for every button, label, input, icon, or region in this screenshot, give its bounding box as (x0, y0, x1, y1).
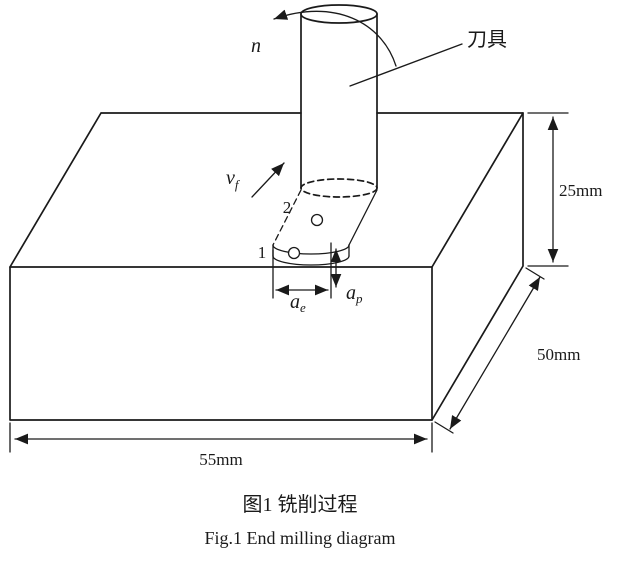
feed-direction-arrow (251, 162, 285, 198)
dim-arrow-50mm (449, 276, 541, 430)
spindle-rotation-arrow (273, 9, 397, 67)
ext-line-front (434, 421, 454, 434)
radial-depth-symbol: a (290, 291, 300, 313)
tool-leader-line (349, 43, 463, 87)
cut-point-2-circle (310, 213, 324, 227)
cut-point-1-circle (287, 246, 301, 260)
feed-rate-symbol: v (226, 167, 235, 189)
tool-cylinder-bottom (300, 178, 378, 198)
ext-line-back (525, 267, 545, 280)
workpiece-front-face (9, 266, 433, 421)
tool-cylinder (300, 4, 378, 198)
dimension-length-55mm (9, 422, 433, 453)
length-dimension-label: 55mm (199, 450, 242, 469)
radial-depth-subscript: e (300, 300, 306, 315)
dimension-depth-50mm (434, 267, 545, 434)
dimension-height-25mm (527, 112, 569, 267)
slot-end-arc (272, 244, 350, 255)
feed-rate-subscript: f (235, 177, 241, 192)
point-2-label: 2 (283, 198, 292, 217)
spindle-speed-label: n (251, 35, 261, 57)
depth-dimension-label: 50mm (537, 345, 580, 364)
feed-rate-label: vf (226, 167, 241, 192)
workpiece-top-face (9, 112, 524, 268)
tool-label: 刀具 (467, 29, 507, 51)
caption-english: Fig.1 End milling diagram (205, 528, 396, 548)
axial-depth-label: ap (346, 282, 363, 306)
point-1-label: 1 (258, 243, 267, 262)
axial-depth-symbol: a (346, 282, 356, 304)
slot-left-edge (272, 189, 302, 246)
slot-bottom-arc (272, 255, 350, 266)
annotation-lines (251, 9, 463, 198)
radial-depth-label: ae (290, 291, 306, 315)
slot-right-edge (348, 189, 378, 246)
milled-slot (272, 189, 378, 266)
axial-depth-subscript: p (355, 291, 363, 306)
workpiece-right-face (431, 112, 524, 421)
caption-chinese: 图1 铣削过程 (243, 493, 358, 516)
height-dimension-label: 25mm (559, 181, 602, 200)
workpiece-block (9, 112, 524, 421)
